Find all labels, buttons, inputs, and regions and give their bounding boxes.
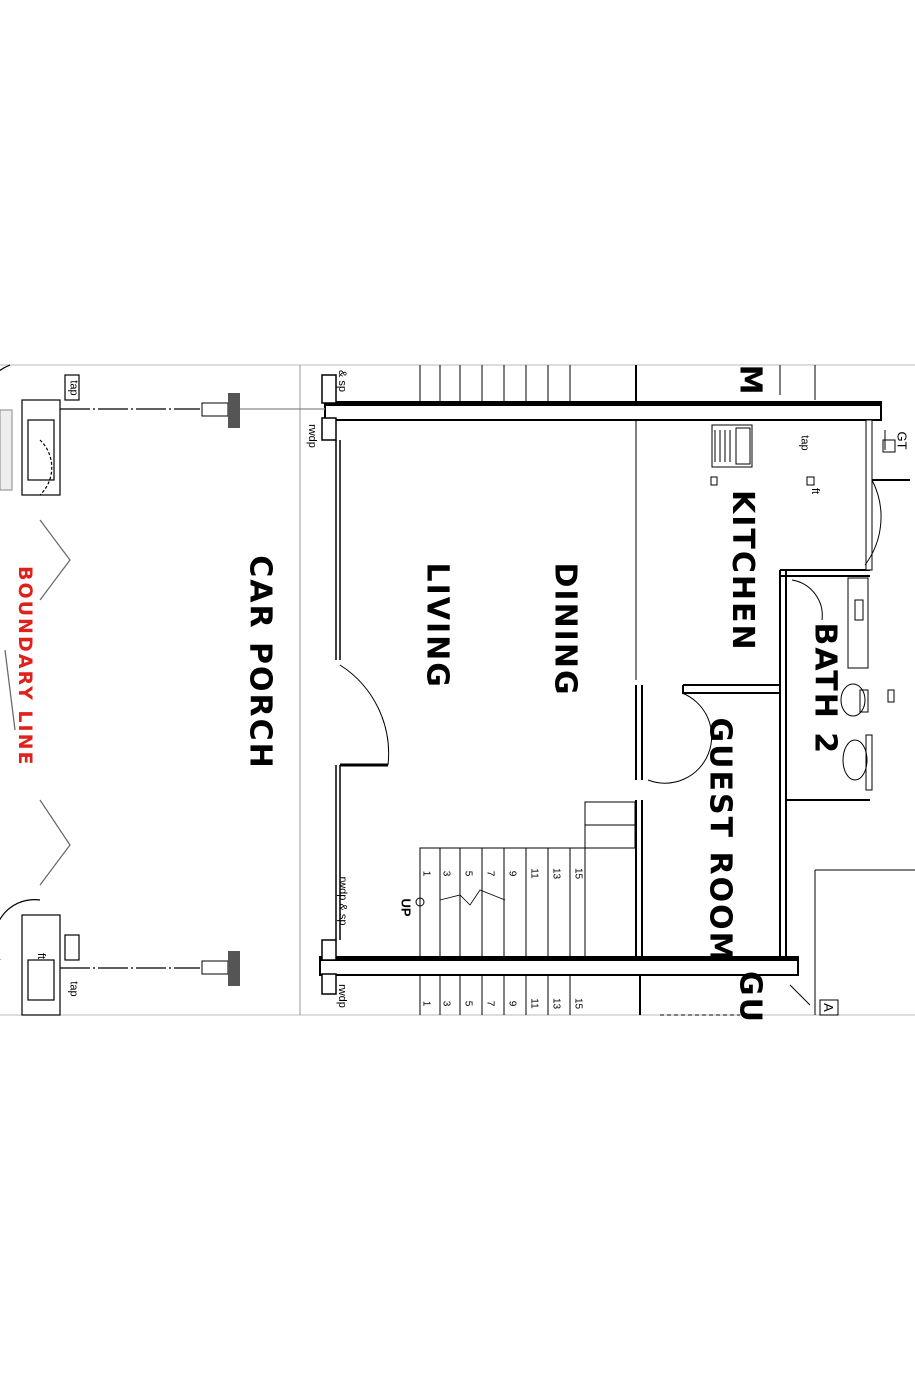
rwdp-sp-label: & sp bbox=[336, 369, 349, 393]
guest-door bbox=[647, 692, 713, 784]
party-wall-bottom bbox=[319, 956, 799, 976]
stair-step-number: 1 bbox=[420, 1000, 432, 1007]
stair-step-number: 11 bbox=[528, 868, 540, 879]
room-label-guest-room: GUEST ROOM bbox=[702, 717, 738, 964]
stair-step-number: 7 bbox=[484, 870, 496, 877]
pillar-top bbox=[201, 393, 240, 428]
stair-step-number: 15 bbox=[572, 997, 584, 1010]
guest-room-walls bbox=[635, 569, 870, 957]
stair-step-number: 1 bbox=[420, 870, 432, 877]
rwdp-label: rwdp bbox=[305, 424, 318, 448]
tap-label: tap bbox=[798, 435, 811, 451]
rwdp-sp-label: rwdp & sp bbox=[336, 876, 349, 926]
stairs-main bbox=[419, 801, 636, 959]
stair-step-number: 3 bbox=[440, 870, 452, 877]
ft-label: ft bbox=[35, 952, 48, 960]
stair-start-marker bbox=[415, 897, 425, 907]
up-label: UP bbox=[398, 898, 414, 917]
room-label-living: LIVING bbox=[419, 562, 455, 689]
kitchen-back-door bbox=[864, 419, 910, 571]
room-label-car-porch: CAR PORCH bbox=[242, 555, 278, 770]
gt-label: GT bbox=[894, 431, 910, 450]
room-label-bath2: BATH 2 bbox=[807, 622, 843, 756]
rwdp-label: rwdp bbox=[335, 984, 348, 1008]
misc-lines bbox=[639, 365, 915, 1016]
tap-label: tap bbox=[67, 380, 80, 396]
room-label-dining: DINING bbox=[547, 562, 583, 697]
wall-columns bbox=[321, 374, 337, 995]
a-label: A bbox=[820, 1003, 836, 1012]
boundary-elements bbox=[0, 364, 80, 1016]
room-label-kitchen: KITCHEN bbox=[725, 490, 760, 652]
pillar-bottom bbox=[201, 951, 240, 986]
party-wall-top bbox=[324, 401, 882, 421]
stair-step-number: 13 bbox=[550, 867, 562, 880]
tap-label: tap bbox=[67, 981, 80, 997]
stair-step-number: 5 bbox=[462, 1000, 474, 1007]
stair-step-number: 9 bbox=[506, 1000, 518, 1007]
stair-step-number: 5 bbox=[462, 870, 474, 877]
stairs-top bbox=[419, 365, 571, 1015]
room-label-top-partial: M bbox=[732, 364, 768, 397]
room-label-guest-room-partial: GU bbox=[732, 971, 768, 1024]
stair-step-number: 9 bbox=[506, 870, 518, 877]
ft-label: ft bbox=[809, 487, 822, 495]
main-door bbox=[339, 664, 390, 767]
boundary-line-label: BOUNDARY LINE bbox=[14, 566, 36, 767]
gate-lines bbox=[60, 408, 325, 969]
front-wall bbox=[335, 440, 341, 940]
stair-step-number: 7 bbox=[484, 1000, 496, 1007]
bath-door bbox=[791, 579, 823, 621]
stair-step-number: 15 bbox=[572, 867, 584, 880]
stair-step-number: 3 bbox=[440, 1000, 452, 1007]
stair-step-number: 13 bbox=[550, 997, 562, 1010]
bath-fixtures bbox=[840, 577, 895, 791]
stair-step-number: 11 bbox=[528, 998, 540, 1009]
kitchen-sink bbox=[710, 424, 815, 486]
